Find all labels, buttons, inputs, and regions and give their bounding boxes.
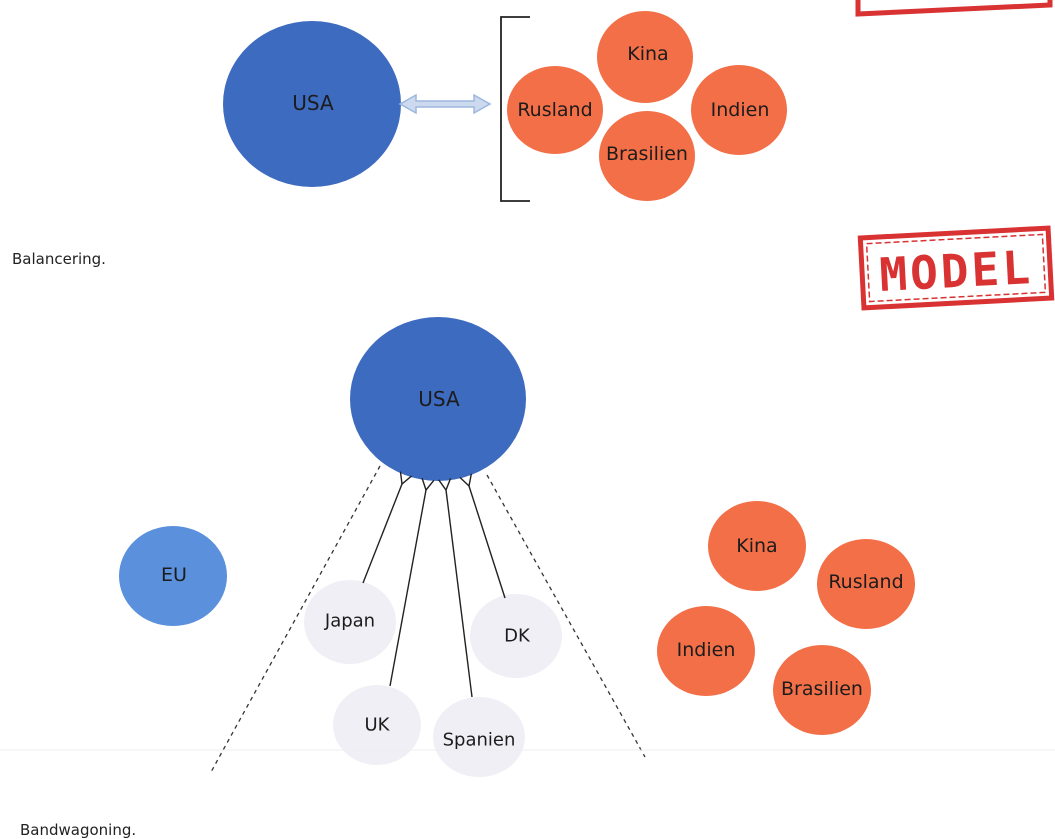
japan-node-label: Japan bbox=[324, 611, 375, 632]
eu-node-label: EU bbox=[161, 564, 187, 586]
group-bracket bbox=[500, 16, 530, 202]
balancing-caption: Balancering. bbox=[12, 250, 106, 268]
usa-node-label: USA bbox=[292, 91, 334, 115]
kina-node-2 bbox=[708, 501, 806, 591]
japan-node bbox=[304, 580, 396, 664]
kina-node bbox=[597, 11, 693, 103]
indien-node-2 bbox=[657, 606, 755, 696]
arrow-spanien bbox=[446, 490, 473, 698]
rusland-node-label: Rusland bbox=[517, 99, 592, 121]
cone-line-right bbox=[486, 474, 646, 758]
arrow-dk bbox=[469, 486, 506, 599]
eu-node bbox=[119, 526, 227, 626]
kina-node-2-label: Kina bbox=[736, 535, 777, 557]
usa-hub-node bbox=[350, 317, 526, 481]
dk-node-label: DK bbox=[504, 626, 531, 647]
stamp-text: MODEL bbox=[878, 240, 1034, 302]
uk-node-label: UK bbox=[365, 715, 391, 736]
rusland-node-2-label: Rusland bbox=[828, 571, 903, 593]
dk-node bbox=[470, 594, 562, 678]
indien-node-2-label: Indien bbox=[677, 639, 736, 661]
bandwagoning-diagram: USA EU Japan DK UK Spanien Kina Rusland … bbox=[119, 317, 915, 777]
indien-node bbox=[691, 65, 787, 155]
rusland-node-2 bbox=[817, 539, 915, 629]
brasilien-node-2-label: Brasilien bbox=[781, 678, 863, 700]
brasilien-node bbox=[599, 111, 695, 201]
usa-node bbox=[223, 21, 401, 187]
rusland-node bbox=[507, 66, 603, 154]
arrow-uk bbox=[389, 490, 426, 687]
uk-node bbox=[333, 685, 421, 765]
spanien-node bbox=[433, 697, 525, 777]
usa-hub-label: USA bbox=[418, 387, 460, 411]
arrow-japan bbox=[362, 484, 402, 584]
brasilien-node-2 bbox=[773, 645, 871, 735]
model-stamp: MODEL bbox=[857, 225, 1055, 311]
kina-node-label: Kina bbox=[627, 43, 668, 65]
balancing-diagram: USA Kina Rusland Indien Brasilien bbox=[223, 11, 787, 202]
indien-node-label: Indien bbox=[711, 99, 770, 121]
double-arrow bbox=[398, 93, 492, 115]
cone-line-left bbox=[210, 465, 381, 773]
bandwagoning-caption: Bandwagoning. bbox=[20, 821, 137, 839]
brasilien-node-label: Brasilien bbox=[606, 143, 688, 165]
stamp-fragment-top bbox=[855, 0, 1053, 17]
spanien-node-label: Spanien bbox=[443, 730, 516, 751]
